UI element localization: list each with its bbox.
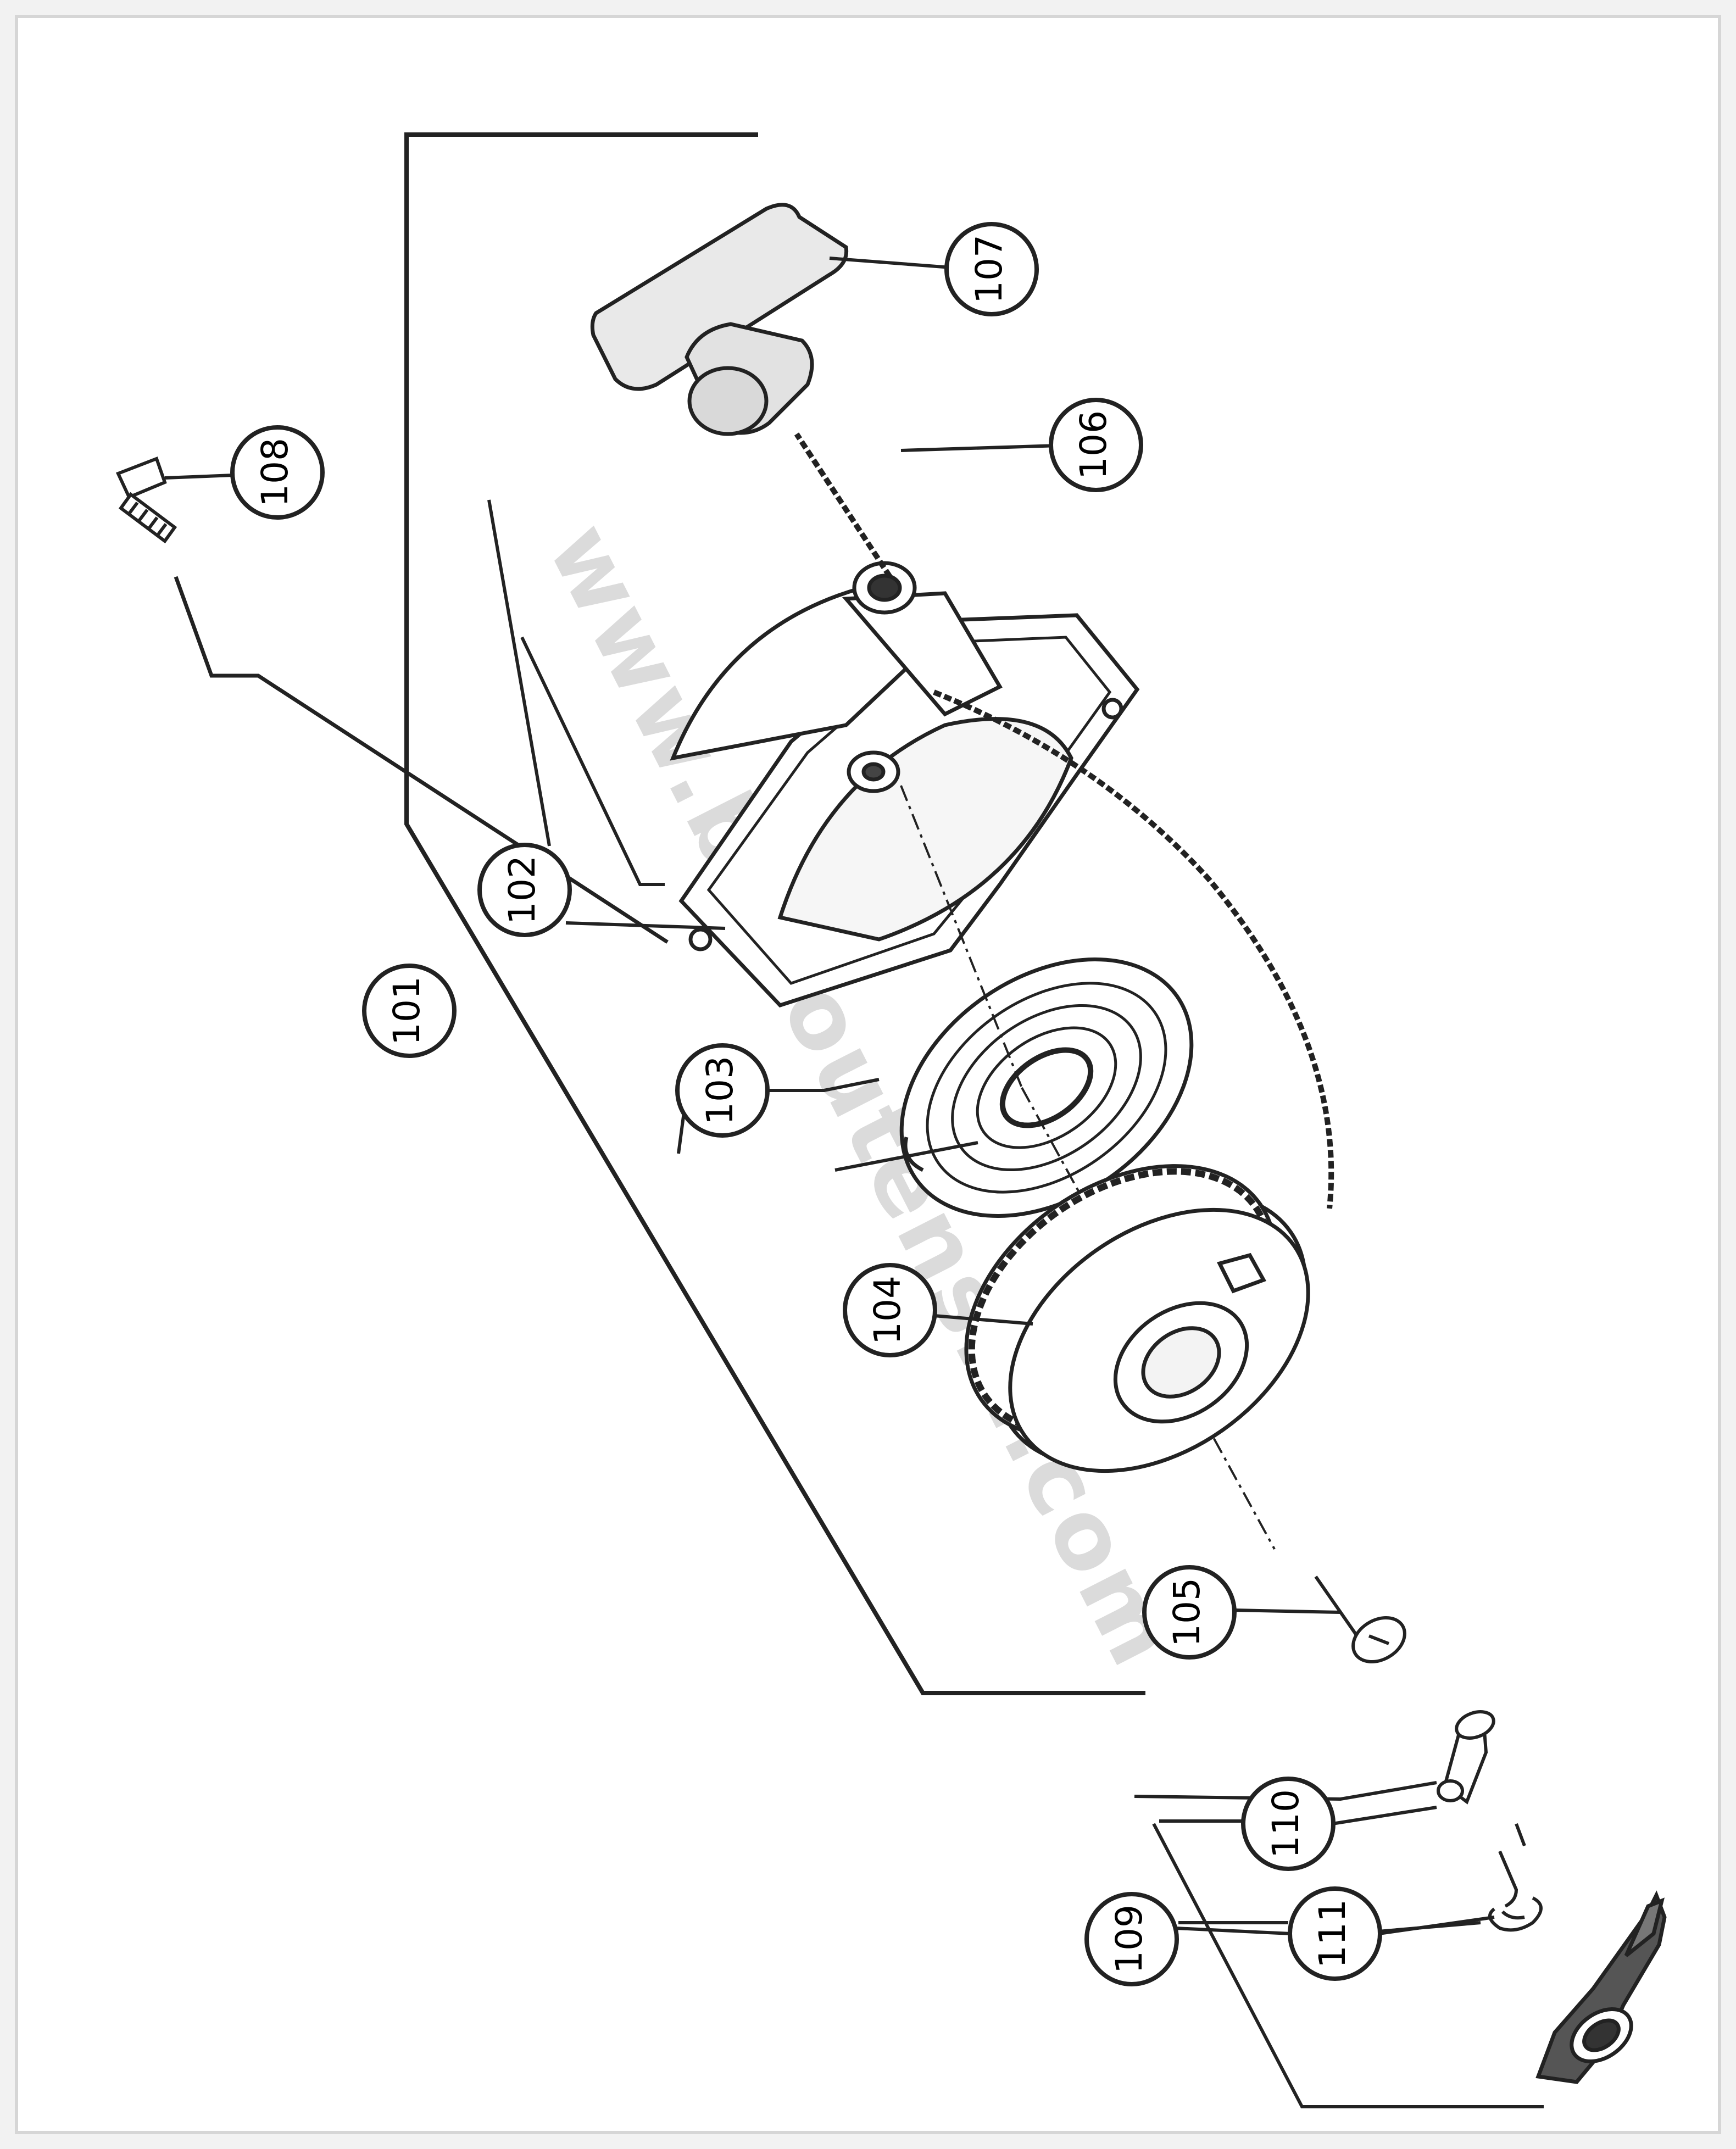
callout-111-label: 111 bbox=[1311, 1899, 1354, 1968]
starter-handle-icon bbox=[590, 203, 849, 436]
callout-103: 103 bbox=[675, 1043, 770, 1138]
starter-housing-icon bbox=[670, 561, 1140, 1008]
callout-102-label: 102 bbox=[501, 855, 543, 925]
callout-103-label: 103 bbox=[699, 1056, 741, 1125]
callout-107: 107 bbox=[944, 222, 1039, 316]
leader-lines bbox=[487, 257, 1544, 2108]
starter-rope-icon bbox=[794, 432, 1334, 1209]
bolt-icon bbox=[115, 456, 177, 544]
callout-101-label: 101 bbox=[386, 976, 428, 1045]
callout-107-label: 107 bbox=[968, 235, 1010, 304]
callout-106-label: 106 bbox=[1072, 410, 1115, 480]
leader-lines-pawl bbox=[1159, 1806, 1495, 1935]
pawl-assembly-icon bbox=[1535, 1890, 1667, 2084]
callout-108: 108 bbox=[230, 425, 325, 520]
center-axis-lower bbox=[1021, 1087, 1276, 1550]
callout-108-label: 108 bbox=[254, 438, 296, 507]
rope-pulley-icon bbox=[964, 1164, 1310, 1473]
callout-105: 105 bbox=[1142, 1565, 1237, 1660]
diagram-frame bbox=[15, 15, 1721, 2134]
callout-104-label: 104 bbox=[866, 1276, 909, 1345]
callout-110-label: 110 bbox=[1265, 1789, 1307, 1858]
leader-108 bbox=[164, 474, 234, 480]
callout-105-label: 105 bbox=[1166, 1578, 1208, 1647]
center-axis bbox=[900, 785, 1023, 1088]
callout-109: 109 bbox=[1084, 1892, 1179, 1986]
callout-102: 102 bbox=[477, 843, 572, 937]
recoil-starter-assembly-bracket-icon bbox=[404, 132, 1145, 1695]
callout-111: 111 bbox=[1288, 1886, 1382, 1981]
recoil-spring-icon bbox=[899, 957, 1194, 1218]
callout-106: 106 bbox=[1049, 398, 1143, 492]
pawl-icon bbox=[1437, 1710, 1495, 1805]
callout-104: 104 bbox=[843, 1263, 937, 1357]
leader-108-housing bbox=[174, 576, 669, 944]
screw-icon bbox=[1314, 1575, 1406, 1663]
callout-109-label: 109 bbox=[1108, 1905, 1150, 1974]
callout-101: 101 bbox=[362, 964, 457, 1058]
callout-110: 110 bbox=[1241, 1777, 1336, 1871]
